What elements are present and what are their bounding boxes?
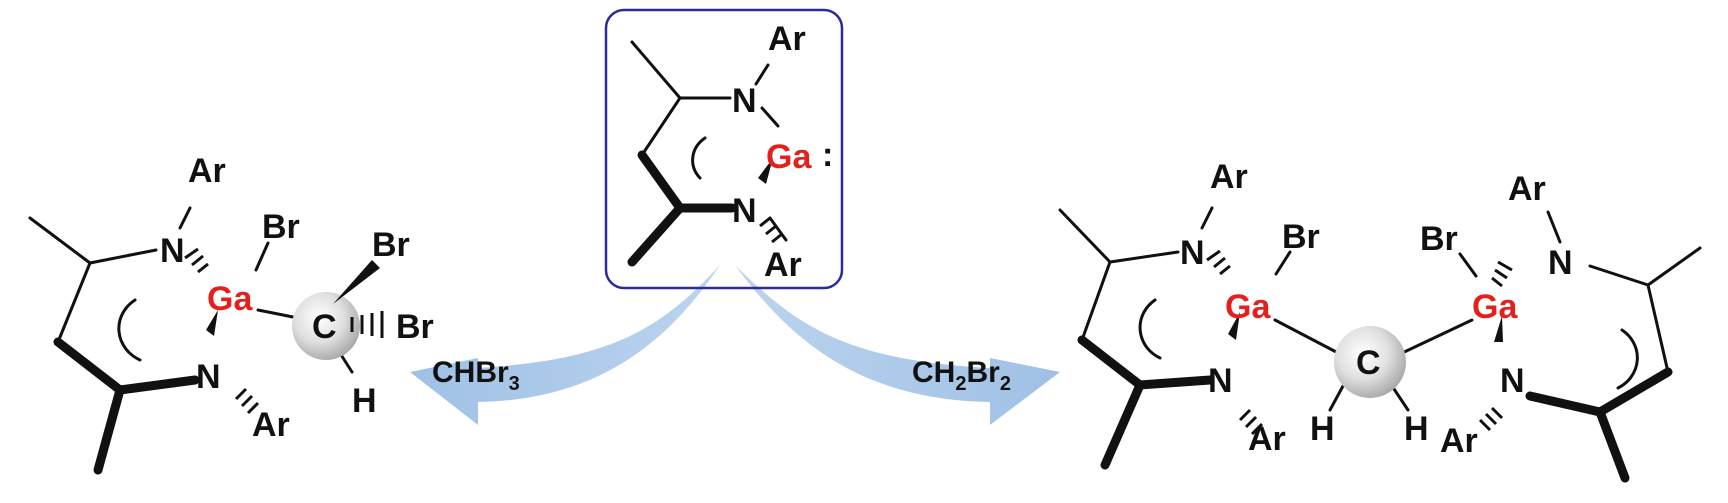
left-product: Ar N Br Ga N Ar C Br Br H [28,152,434,475]
right-n-right-top: N [1548,244,1573,282]
right-n-left-top: N [1180,234,1205,272]
right-c: C [1356,344,1381,382]
center-ga: Ga [766,138,812,176]
center-lone-pair: : [822,136,833,174]
right-br-left: Br [1282,218,1320,256]
reagent-box [604,8,844,290]
center-n-bottom: N [732,192,757,230]
left-h: H [352,382,377,420]
right-ar-right-top: Ar [1508,170,1546,208]
left-n-top: N [160,232,185,270]
right-ar-left-bottom: Ar [1248,420,1286,458]
reagent-ch2br2: CH2Br2 [912,356,1011,395]
right-ga-right: Ga [1472,288,1518,326]
right-ar-right-bottom: Ar [1440,422,1478,460]
reagent-chbr3: CHBr3 [432,356,520,395]
left-c: C [312,308,337,346]
carbon-sphere-right [1334,326,1406,398]
gallium-reagent: Ar N Ga : N Ar [604,8,844,290]
right-n-left-bottom: N [1208,362,1233,400]
left-ga: Ga [207,280,253,318]
left-ar-bottom: Ar [252,406,290,444]
center-ar-bottom: Ar [764,246,802,284]
left-ar-top: Ar [188,152,226,190]
carbon-sphere-left [292,292,360,360]
left-n-bottom: N [196,358,221,396]
arrow-to-left-product [410,265,720,425]
right-h-left: H [1310,410,1335,448]
right-br-right: Br [1420,220,1458,258]
left-br-right: Br [396,308,434,346]
center-n-top: N [732,82,757,120]
right-product: Ar N Br Ga N Ar C H H Br Ga Ar N N Ar [1058,158,1702,483]
right-n-right-bottom: N [1500,362,1525,400]
arrow-to-right-product [735,265,1060,425]
right-h-right: H [1404,410,1429,448]
left-br-ga: Br [262,208,300,246]
right-ga-left: Ga [1225,288,1271,326]
right-ar-left-top: Ar [1210,158,1248,196]
center-ar-top: Ar [768,20,806,58]
left-br-up: Br [372,226,410,264]
